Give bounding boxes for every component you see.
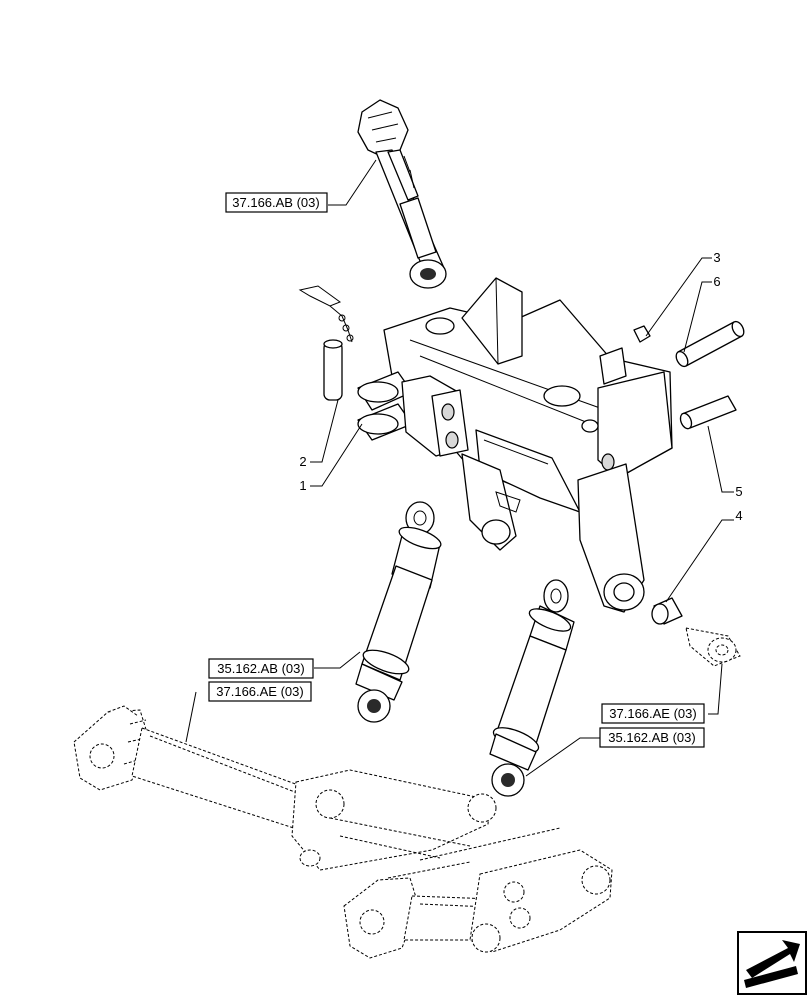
- ref-label-right-cylinder: 35.162.AB (03): [608, 730, 695, 745]
- lower-links-assembly: [73, 705, 613, 959]
- ref-label-left-lower-link: 37.166.AE (03): [216, 684, 303, 699]
- right-lift-cylinder: [489, 579, 575, 797]
- callout-5: 5: [735, 484, 742, 499]
- ref-label-right-lower-link: 37.166.AE (03): [609, 706, 696, 721]
- left-lift-cylinder: [355, 501, 442, 723]
- ref-box-top-link[interactable]: 37.166.AB (03): [225, 192, 328, 213]
- leader-lines: [185, 159, 734, 777]
- bushing-part-4: [651, 597, 741, 667]
- clip-part-3: [633, 325, 651, 343]
- sleeve-part-6: [675, 320, 745, 368]
- top-link-assembly: [357, 99, 447, 289]
- ref-box-left-cylinder[interactable]: 35.162.AB (03): [208, 658, 314, 679]
- ref-label-left-cylinder: 35.162.AB (03): [217, 661, 304, 676]
- callout-1: 1: [299, 478, 306, 493]
- ref-box-left-lower-link[interactable]: 37.166.AE (03): [208, 681, 312, 702]
- ref-box-right-cylinder[interactable]: 35.162.AB (03): [599, 727, 705, 748]
- ref-label-top-link: 37.166.AB (03): [232, 195, 319, 210]
- next-page-arrow-icon[interactable]: [737, 931, 807, 995]
- callout-3: 3: [713, 250, 720, 265]
- pin-part-5: [679, 395, 737, 430]
- callout-4: 4: [735, 508, 742, 523]
- ref-box-right-lower-link[interactable]: 37.166.AE (03): [601, 703, 705, 724]
- callout-numbers: 1 2 3 4 5 6: [299, 250, 742, 523]
- linch-pin-part-2: [298, 285, 354, 401]
- callout-2: 2: [299, 454, 306, 469]
- main-frame-part-1: [357, 277, 673, 613]
- callout-6: 6: [713, 274, 720, 289]
